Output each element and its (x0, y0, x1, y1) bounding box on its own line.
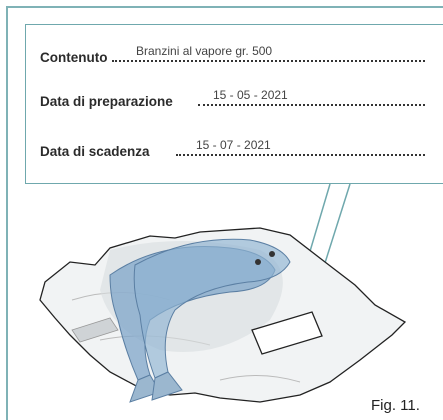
content-label: Contenuto (40, 50, 108, 65)
product-label: Contenuto Branzini al vapore gr. 500 Dat… (25, 24, 443, 184)
dotted-line (176, 154, 425, 156)
fish-tail (151, 371, 183, 401)
expiry-row: Data di scadenza 15 - 07 - 2021 (40, 137, 443, 159)
expiry-label: Data di scadenza (40, 144, 150, 159)
fish-eye (255, 259, 261, 265)
prep-value: 15 - 05 - 2021 (213, 88, 288, 102)
bag-seal-strip (71, 317, 119, 343)
dotted-line (198, 104, 425, 106)
content-value: Branzini al vapore gr. 500 (136, 44, 273, 58)
prep-row: Data di preparazione 15 - 05 - 2021 (40, 87, 443, 109)
fish-icon (133, 238, 291, 379)
label-sticker (251, 311, 323, 355)
content-row: Contenuto Branzini al vapore gr. 500 (40, 43, 443, 65)
dotted-line (112, 60, 425, 62)
fish-eye (269, 251, 275, 257)
figure-frame (6, 6, 443, 420)
expiry-value: 15 - 07 - 2021 (196, 138, 271, 152)
figure-caption: Fig. 11. (371, 397, 420, 414)
prep-label: Data di preparazione (40, 94, 173, 109)
